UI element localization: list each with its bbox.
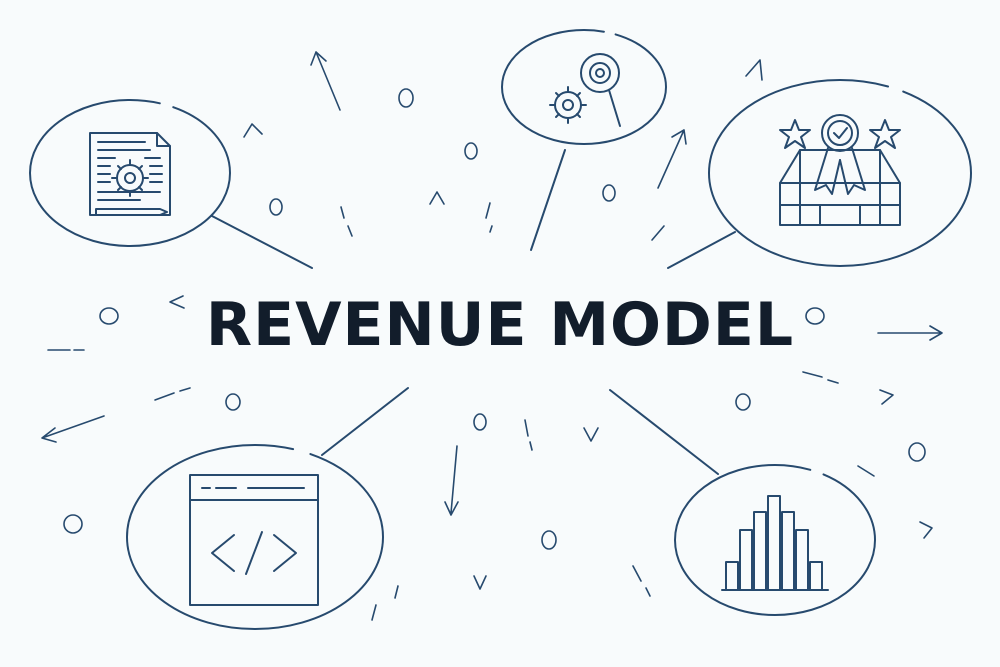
bar-chart-icon [721,495,829,591]
node-code [126,387,409,630]
decorative-scatter [41,51,943,621]
page-title: REVENUE MODEL [205,290,795,360]
connector-line [321,387,409,456]
connector-line [211,215,313,269]
code-window-icon [189,474,319,606]
node-document [29,99,313,269]
connector-line [530,149,566,251]
connector-line [667,231,736,269]
connector-line [609,389,719,475]
award-box-stars-icon [779,114,901,226]
node-award [667,79,972,269]
gears-magnifier-icon [549,53,621,127]
document-gear-icon [89,132,171,216]
node-process [501,29,667,251]
node-chart [609,389,876,616]
